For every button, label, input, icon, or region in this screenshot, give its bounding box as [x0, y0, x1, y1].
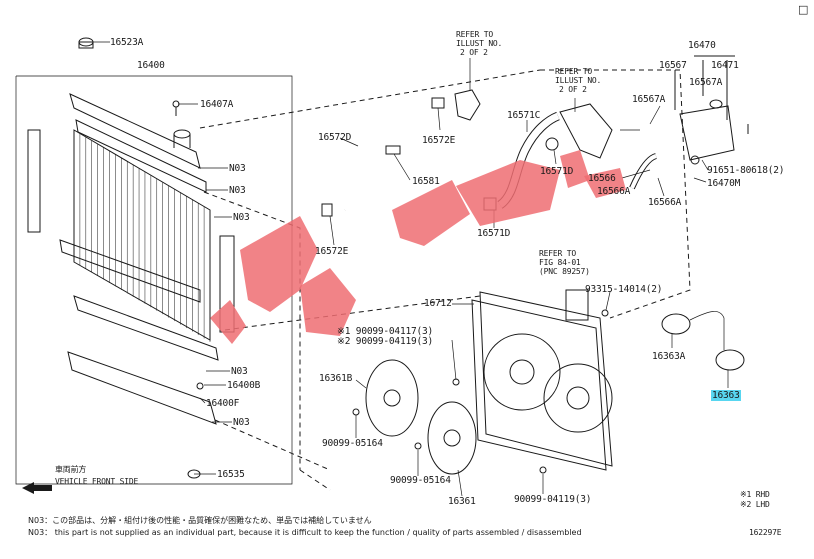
refer-line: (PNC 89257) — [539, 267, 590, 276]
part-16400-label[interactable]: 16400 — [137, 60, 165, 71]
refer-line: ILLUST NO. — [555, 76, 602, 85]
footnote-jp: N03：この部品は、分解・組付け後の性能・品質確保が困難なため、単品では補給して… — [28, 516, 372, 525]
refer-line: 2 OF 2 — [460, 48, 488, 57]
part-16572D-label[interactable]: 16572D — [318, 132, 352, 143]
part-n03-label[interactable]: N03 — [231, 366, 248, 377]
part-16566A-label[interactable]: 16566A — [648, 197, 682, 208]
refer-line: ILLUST NO. — [456, 39, 503, 48]
footnote-en: N03： this part is not supplied as an ind… — [28, 528, 582, 537]
figure-id: 162297E — [749, 528, 782, 537]
vehicle-front-jp: 車両前方 — [55, 465, 87, 474]
part-16581-label[interactable]: 16581 — [412, 176, 440, 187]
part-16571D-label[interactable]: 16571D — [477, 228, 511, 239]
refer-line: 2 OF 2 — [559, 85, 587, 94]
part-16572E-label[interactable]: 16572E — [315, 246, 349, 257]
part-16470-label[interactable]: 16470 — [688, 40, 716, 51]
part-16361-label[interactable]: 16361 — [448, 496, 476, 507]
part-90099-04117-label[interactable]: ※1 90099-04117(3) — [337, 326, 434, 337]
highlighted-part-number[interactable]: 16363 — [711, 390, 741, 401]
part-n03-label[interactable]: N03 — [233, 417, 250, 428]
part-16400F-label[interactable]: 16400F — [206, 398, 240, 409]
part-16535-label[interactable]: 16535 — [217, 469, 245, 480]
legend-rhd: ※1 RHD — [740, 490, 770, 499]
refer-line: REFER TO — [456, 30, 493, 39]
part-90099-05164-label[interactable]: 90099-05164 — [390, 475, 451, 486]
part-90099-04119-label[interactable]: ※2 90099-04119(3) — [337, 336, 434, 347]
part-90099-05164-label[interactable]: 90099-05164 — [322, 438, 383, 449]
part-16470M-label[interactable]: 16470M — [707, 178, 741, 189]
part-91651-80618-label[interactable]: 91651-80618(2) — [707, 165, 785, 176]
part-16712-label[interactable]: 16712 — [424, 298, 452, 309]
corner-box-icon: □ — [798, 3, 809, 16]
refer-note: REFER TO FIG 84-01 (PNC 89257) — [539, 249, 590, 276]
part-n03-label[interactable]: N03 — [229, 163, 246, 174]
part-n03-label[interactable]: N03 — [233, 212, 250, 223]
part-16361B-label[interactable]: 16361B — [319, 373, 353, 384]
vehicle-front-en: VEHICLE FRONT SIDE — [55, 477, 139, 486]
watermark-logo — [210, 150, 626, 344]
part-16572E-label[interactable]: 16572E — [422, 135, 456, 146]
part-16471-label[interactable]: 16471 — [711, 60, 739, 71]
part-93315-14014-label[interactable]: 93315-14014(2) — [585, 284, 663, 295]
part-n03-label[interactable]: N03 — [229, 185, 246, 196]
part-16567-label[interactable]: 16567 — [659, 60, 687, 71]
part-16523A-label[interactable]: 16523A — [110, 37, 144, 48]
refer-line: FIG 84-01 — [539, 258, 581, 267]
part-16566-label[interactable]: 16566 — [588, 173, 616, 184]
part-16407A-label[interactable]: 16407A — [200, 99, 234, 110]
refer-line: REFER TO — [555, 67, 592, 76]
refer-note: REFER TO ILLUST NO. 2 OF 2 — [555, 67, 601, 94]
part-16363-label[interactable]: 16363 — [711, 390, 741, 401]
part-16571C-label[interactable]: 16571C — [507, 110, 541, 121]
legend-lhd: ※2 LHD — [740, 500, 770, 509]
part-16363A-label[interactable]: 16363A — [652, 351, 686, 362]
part-16571D-label[interactable]: 16571D — [540, 166, 574, 177]
part-16567A-label[interactable]: 16567A — [689, 77, 723, 88]
part-90099-04119-label[interactable]: 90099-04119(3) — [514, 494, 592, 505]
part-16567A-label[interactable]: 16567A — [632, 94, 666, 105]
part-16566A-label[interactable]: 16566A — [597, 186, 631, 197]
refer-note: REFER TO ILLUST NO. 2 OF 2 — [456, 30, 502, 57]
part-16400B-label[interactable]: 16400B — [227, 380, 261, 391]
front-arrow-icon — [22, 482, 52, 494]
refer-line: REFER TO — [539, 249, 576, 258]
